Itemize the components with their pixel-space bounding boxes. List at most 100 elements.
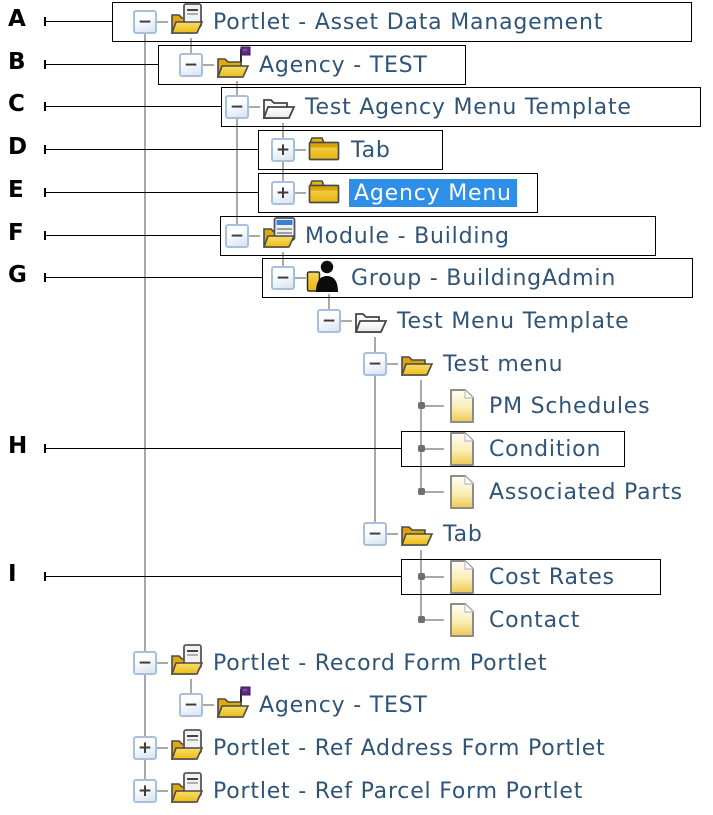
callout-letter: A	[8, 6, 26, 32]
expander-collapse-button[interactable]: −	[133, 10, 157, 34]
menu-template-folder-icon	[351, 301, 391, 341]
document-icon	[443, 386, 483, 426]
tree-row: Associated Parts	[0, 471, 713, 513]
tree-item-label[interactable]: Portlet - Ref Address Form Portlet	[213, 735, 606, 761]
tree-item-label[interactable]: Associated Parts	[489, 479, 683, 505]
callout-line-tick	[44, 231, 46, 240]
tree-item-label[interactable]: Group - BuildingAdmin	[351, 265, 617, 291]
callout-letter: I	[8, 561, 17, 587]
tree-item-label[interactable]: Portlet - Asset Data Management	[213, 9, 604, 35]
tree-connector-line	[420, 380, 422, 492]
tree-row: − Test menu	[0, 343, 713, 385]
expander-collapse-button[interactable]: −	[363, 352, 387, 376]
tree-connector-line	[190, 38, 192, 65]
tree-connector-line	[249, 235, 260, 237]
tree-connector-line	[341, 320, 352, 322]
minus-glyph: −	[275, 267, 291, 288]
tree-row: − Agency - TEST	[0, 44, 713, 86]
tree-connector-line	[157, 747, 168, 749]
callout-line-tick	[44, 102, 46, 111]
portlet-folder-icon	[167, 643, 207, 683]
expander-collapse-button[interactable]: −	[133, 651, 157, 675]
tree-row: + Portlet - Ref Parcel Form Portlet	[0, 770, 713, 812]
tree-connector-line	[424, 405, 444, 407]
tree-row: Contact	[0, 599, 713, 641]
tree-connector-line	[157, 21, 168, 23]
callout-line	[44, 277, 262, 278]
minus-glyph: −	[229, 96, 245, 117]
tree-connector-line	[203, 704, 214, 706]
tree-row: − Test Menu Template	[0, 300, 713, 342]
callout-line	[44, 235, 220, 236]
callout-line	[44, 576, 401, 577]
tree-row: PM Schedules	[0, 385, 713, 427]
tree-item-label[interactable]: Portlet - Ref Parcel Form Portlet	[213, 778, 584, 804]
minus-glyph: −	[367, 523, 383, 544]
plus-glyph: +	[275, 182, 291, 203]
tree-item-label[interactable]: Cost Rates	[489, 564, 615, 590]
plus-glyph: +	[275, 139, 291, 160]
expander-expand-button[interactable]: +	[133, 736, 157, 760]
leaf-bullet-icon	[418, 488, 425, 495]
callout-letter: E	[8, 177, 24, 203]
tree-item-label[interactable]: PM Schedules	[489, 393, 651, 419]
expander-expand-button[interactable]: +	[133, 779, 157, 803]
minus-glyph: −	[321, 310, 337, 331]
leaf-bullet-icon	[418, 402, 425, 409]
tree-item-label[interactable]: Contact	[489, 607, 581, 633]
tree-connector-line	[387, 533, 398, 535]
callout-line-tick	[44, 572, 46, 581]
callout-line-tick	[44, 188, 46, 197]
expander-collapse-button[interactable]: −	[179, 693, 203, 717]
expander-collapse-button[interactable]: −	[179, 53, 203, 77]
callout-line-tick	[44, 145, 46, 154]
tree-item-label[interactable]: Tab	[443, 521, 483, 547]
callout-line	[44, 64, 158, 65]
callout-line-tick	[44, 17, 46, 26]
minus-glyph: −	[137, 652, 153, 673]
expander-collapse-button[interactable]: −	[271, 266, 295, 290]
tree-item-label[interactable]: Test menu	[443, 351, 564, 377]
tree-connector-line	[249, 106, 260, 108]
tree-connector-line	[282, 252, 284, 278]
expander-collapse-button[interactable]: −	[225, 224, 249, 248]
tree-connector-line	[236, 81, 238, 236]
callout-letter: B	[8, 49, 26, 75]
tree-item-label[interactable]: Agency Menu	[349, 179, 517, 207]
minus-glyph: −	[183, 694, 199, 715]
tree-item-label[interactable]: Test Agency Menu Template	[305, 94, 632, 120]
minus-glyph: −	[137, 11, 153, 32]
portlet-folder-icon	[167, 728, 207, 768]
document-icon	[443, 600, 483, 640]
expander-collapse-button[interactable]: −	[317, 309, 341, 333]
callout-letter: F	[8, 220, 24, 246]
tree-connector-line	[328, 294, 330, 321]
tree-item-label[interactable]: Condition	[489, 436, 602, 462]
callout-box	[262, 258, 693, 298]
tree-item-label[interactable]: Module - Building	[305, 223, 510, 249]
tree-connector-line	[424, 576, 444, 578]
tree-item-label[interactable]: Test Menu Template	[397, 308, 630, 334]
callout-line	[44, 106, 221, 107]
callout-line-tick	[44, 444, 46, 453]
tree-connector-line	[424, 619, 444, 621]
open-folder-icon	[397, 344, 437, 384]
tree-item-label[interactable]: Portlet - Record Form Portlet	[213, 650, 548, 676]
tree-connector-line	[374, 337, 376, 534]
tree-item-label[interactable]: Agency - TEST	[259, 52, 428, 78]
expander-expand-button[interactable]: +	[271, 138, 295, 162]
expander-expand-button[interactable]: +	[271, 181, 295, 205]
tree-item-label[interactable]: Agency - TEST	[259, 692, 428, 718]
callout-letter: G	[8, 262, 27, 288]
tree-connector-line	[424, 448, 444, 450]
document-icon	[443, 472, 483, 512]
tree-connector-line	[424, 491, 444, 493]
expander-collapse-button[interactable]: −	[363, 522, 387, 546]
tree-row: Cost Rates	[0, 556, 713, 598]
callout-line	[44, 149, 258, 150]
expander-collapse-button[interactable]: −	[225, 95, 249, 119]
tree-item-label[interactable]: Tab	[351, 137, 391, 163]
callout-box	[221, 87, 701, 127]
callout-line	[44, 192, 258, 193]
